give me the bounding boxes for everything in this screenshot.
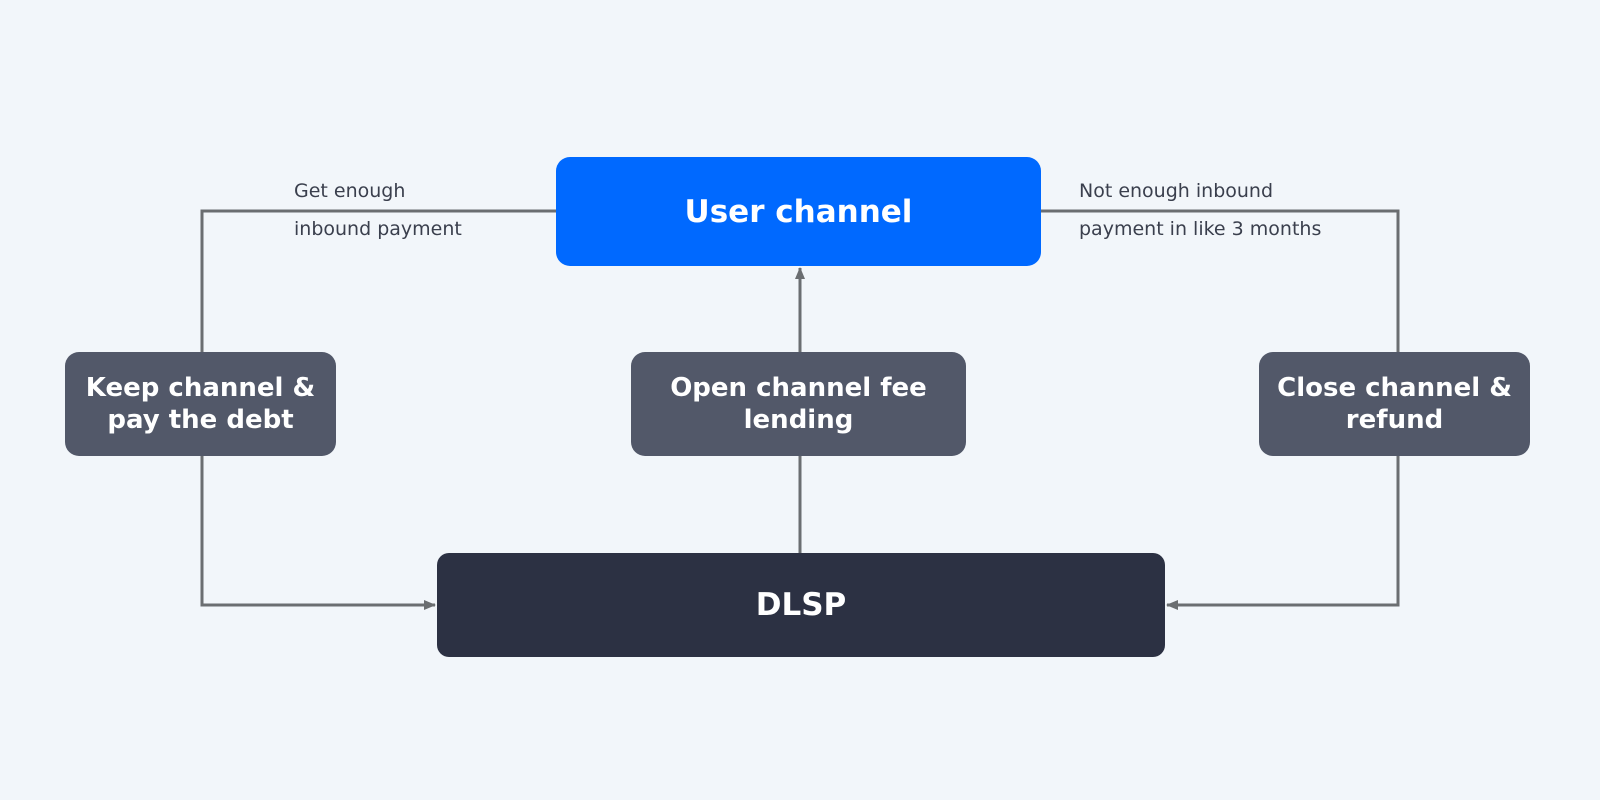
connector-close-to-dlsp <box>1166 456 1400 610</box>
dlsp-node: DLSP <box>437 553 1165 657</box>
open-channel-fee-lending-node: Open channel fee lending <box>631 352 966 456</box>
edge-label-get-enough-line2: inbound payment <box>294 218 462 240</box>
close-channel-node: Close channel & refund <box>1259 352 1530 456</box>
keep-channel-label: Keep channel & pay the debt <box>85 373 316 435</box>
user-channel-node: User channel <box>556 157 1041 266</box>
user-channel-label: User channel <box>684 193 913 230</box>
connector-user-to-close <box>1041 209 1400 352</box>
edge-label-not-enough-line1: Not enough inbound <box>1079 180 1274 202</box>
open-channel-fee-lending-label: Open channel fee lending <box>670 373 927 435</box>
dlsp-label: DLSP <box>755 587 847 623</box>
edge-label-not-enough: Not enough inbound payment in like 3 mon… <box>1079 172 1321 248</box>
edge-label-not-enough-line2: payment in like 3 months <box>1079 218 1322 240</box>
keep-channel-node: Keep channel & pay the debt <box>65 352 336 456</box>
edge-label-get-enough: Get enough inbound payment <box>294 172 462 248</box>
close-channel-label: Close channel & refund <box>1277 373 1512 435</box>
connector-user-to-keep <box>200 209 556 352</box>
edge-label-get-enough-line1: Get enough <box>294 180 406 202</box>
connector-keep-to-dlsp <box>200 456 436 610</box>
